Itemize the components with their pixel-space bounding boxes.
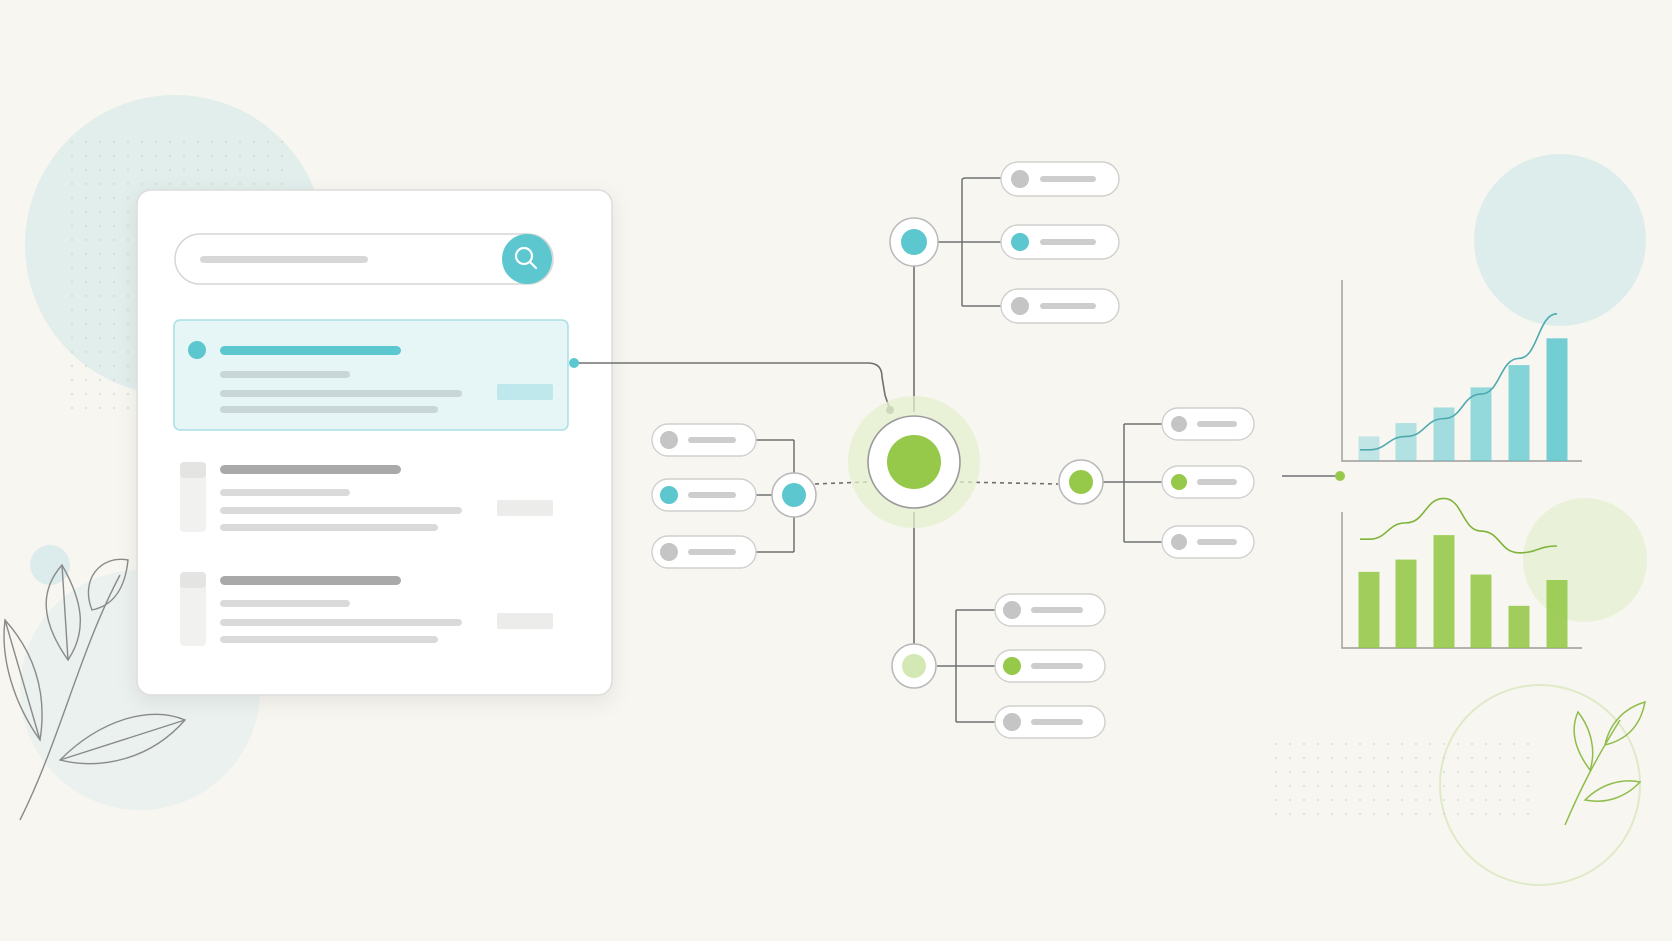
result-text-line (220, 619, 462, 626)
search-button-bg[interactable] (502, 234, 552, 284)
bg-dot-grid-right (1270, 735, 1540, 825)
chart-bar (1508, 605, 1530, 648)
small-sprout-icon (1564, 700, 1646, 826)
result-text-line (220, 636, 438, 643)
chart-green (1341, 497, 1582, 649)
branch-node-top-core (901, 229, 927, 255)
result-text-line (220, 524, 438, 531)
chart-bar (1433, 535, 1455, 648)
leaf-node[interactable] (994, 705, 1106, 739)
chart-bar (1395, 559, 1417, 648)
chart-bar (1395, 423, 1417, 461)
chart-bar (1546, 338, 1568, 461)
result-thumbnail (180, 572, 206, 646)
leaf-node[interactable] (1161, 525, 1255, 559)
chart-bar (1358, 571, 1380, 648)
search-placeholder-line (200, 256, 368, 263)
result-text-line (220, 371, 350, 378)
result-thumbnail (180, 462, 206, 532)
hub-core (887, 435, 941, 489)
result-text-line (220, 507, 462, 514)
chart-bar (1470, 574, 1492, 648)
result-item[interactable] (180, 462, 553, 532)
chart-bar (1546, 580, 1568, 648)
branch-left (651, 423, 817, 569)
chart-bar (1433, 407, 1455, 461)
result-title-line (220, 346, 401, 355)
result-connector-dot (569, 358, 579, 368)
branch-node-bottom-core (902, 654, 926, 678)
result-tag (497, 613, 553, 629)
result-tag (497, 500, 553, 516)
result-title-line (220, 576, 401, 585)
branch-bottom-tree (937, 609, 995, 723)
leaf-node[interactable] (994, 593, 1106, 627)
result-text-line (220, 390, 462, 397)
branch-node-right-core (1069, 470, 1093, 494)
branch-bottom (891, 593, 1106, 739)
leaf-node[interactable] (1000, 161, 1120, 197)
panel-card (136, 189, 613, 696)
result-marker-dot (188, 341, 206, 359)
bg-circle-right-mid (1523, 498, 1647, 622)
result-thumbnail-top (180, 572, 206, 588)
branch-right (1058, 407, 1255, 559)
leaf-node[interactable] (651, 535, 757, 569)
leaf-sprig-icon (3, 558, 187, 821)
result-to-hub-connector (574, 362, 891, 411)
search-results-panel (136, 189, 613, 696)
result-item[interactable] (180, 572, 553, 646)
central-hub[interactable] (848, 396, 980, 528)
chart-teal (1341, 280, 1582, 462)
result-item-selected[interactable] (173, 319, 569, 431)
branch-node-left-core (782, 483, 806, 507)
chart-bar (1358, 436, 1380, 461)
leaf-node[interactable] (1000, 288, 1120, 324)
leaf-node[interactable] (1161, 465, 1255, 499)
leaf-node[interactable] (994, 649, 1106, 683)
chart-bar (1470, 387, 1492, 461)
result-title-line (220, 465, 401, 474)
leaf-node[interactable] (651, 478, 757, 512)
chart-connector-dot (1335, 471, 1345, 481)
chart-bar (1508, 365, 1530, 461)
leaf-node[interactable] (651, 423, 757, 457)
leaf-node[interactable] (1000, 224, 1120, 260)
bg-small-dot (30, 545, 70, 585)
bg-circle-right-top (1474, 154, 1646, 326)
result-tag (497, 384, 553, 400)
leaf-node[interactable] (1161, 407, 1255, 441)
result-text-line (220, 489, 350, 496)
result-text-line (220, 406, 438, 413)
chart-trend-line (1360, 312, 1558, 451)
search-button[interactable] (502, 234, 552, 284)
chart-teal-axes (1341, 280, 1582, 462)
result-text-line (220, 600, 350, 607)
search-icon (514, 246, 538, 270)
search-bar[interactable] (174, 233, 554, 285)
network-connectors (574, 265, 1340, 644)
branch-top (889, 161, 1120, 324)
chart-green-axes (1341, 512, 1582, 649)
branch-top-tree (934, 177, 1001, 307)
chart-trend-line (1360, 497, 1558, 554)
result-thumbnail-top (180, 462, 206, 478)
